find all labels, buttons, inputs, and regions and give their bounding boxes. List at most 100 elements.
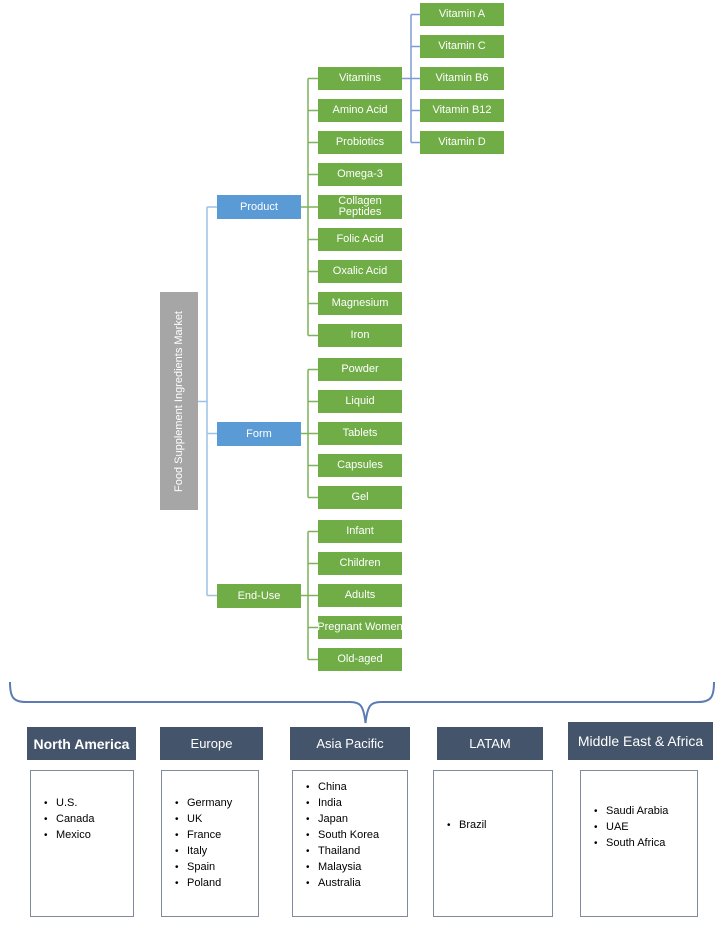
country-label: India bbox=[318, 797, 342, 809]
leaf-vitamins: Vitamins bbox=[318, 67, 402, 90]
bullet-icon: • bbox=[594, 805, 598, 817]
list-item: • South Africa bbox=[581, 835, 697, 851]
bullet-icon: • bbox=[306, 781, 310, 793]
regions-brace bbox=[9, 681, 715, 724]
country-label: Japan bbox=[318, 813, 348, 825]
leaf-oxalic-acid: Oxalic Acid bbox=[318, 260, 402, 283]
vitamins-bracket bbox=[402, 13, 420, 144]
leaf-gel: Gel bbox=[318, 486, 402, 509]
list-item: •Brazil bbox=[434, 817, 552, 833]
list-item: • Japan bbox=[293, 811, 407, 827]
leaf-probiotics: Probiotics bbox=[318, 131, 402, 154]
bullet-icon: • bbox=[306, 797, 310, 809]
list-item: •South Korea bbox=[293, 827, 407, 843]
list-item: • India bbox=[293, 795, 407, 811]
country-label: Spain bbox=[187, 861, 216, 873]
leaf-capsules: Capsules bbox=[318, 454, 402, 477]
bullet-icon: • bbox=[44, 813, 48, 825]
branch-form: Form bbox=[217, 422, 301, 446]
leaf-liquid: Liquid bbox=[318, 390, 402, 413]
list-item: • Italy bbox=[162, 843, 258, 859]
country-label: Italy bbox=[187, 845, 208, 857]
list-item: • Germany bbox=[162, 795, 258, 811]
list-item: •Mexico bbox=[31, 827, 133, 843]
leaf-vitamin-d: Vitamin D bbox=[420, 131, 504, 154]
list-item: • France bbox=[162, 827, 258, 843]
region-header-europe: Europe bbox=[160, 727, 263, 760]
bullet-icon: • bbox=[175, 797, 179, 809]
root-label: Food Supplement Ingredients Market bbox=[173, 310, 185, 492]
list-item: • UAE bbox=[581, 819, 697, 835]
list-item: • China bbox=[293, 779, 407, 795]
leaf-omega-3: Omega-3 bbox=[318, 163, 402, 186]
form-bracket bbox=[301, 368, 318, 499]
region-header-mea: Middle East & Africa bbox=[568, 722, 713, 760]
leaf-magnesium: Magnesium bbox=[318, 292, 402, 315]
bullet-icon: • bbox=[175, 861, 179, 873]
trunk-connector bbox=[198, 206, 217, 597]
bullet-icon: • bbox=[306, 845, 310, 857]
leaf-vitamin-b12: Vitamin B12 bbox=[420, 99, 504, 122]
list-item: •Canada bbox=[31, 811, 133, 827]
leaf-pregnant-women: Pregnant Women bbox=[317, 616, 403, 639]
region-list-north-america: • U.S. •Canada •Mexico bbox=[30, 770, 134, 917]
bullet-icon: • bbox=[306, 813, 310, 825]
leaf-children: Children bbox=[318, 552, 402, 575]
bullet-icon: • bbox=[594, 837, 598, 849]
region-header-asia-pacific: Asia Pacific bbox=[290, 727, 410, 760]
leaf-amino-acid: Amino Acid bbox=[318, 99, 402, 122]
bullet-icon: • bbox=[175, 813, 179, 825]
leaf-powder: Powder bbox=[318, 358, 402, 381]
leaf-collagen-peptides: Collagen Peptides bbox=[318, 195, 402, 219]
country-label: UK bbox=[187, 813, 203, 825]
leaf-infant: Infant bbox=[318, 520, 402, 543]
leaf-folic-acid: Folic Acid bbox=[318, 228, 402, 251]
bullet-icon: • bbox=[594, 821, 598, 833]
leaf-old-aged: Old-aged bbox=[318, 648, 402, 671]
leaf-vitamin-c: Vitamin C bbox=[420, 35, 504, 58]
bullet-icon: • bbox=[175, 877, 179, 889]
list-item: • Malaysia bbox=[293, 859, 407, 875]
root-node: Food Supplement Ingredients Market bbox=[160, 292, 198, 510]
bullet-icon: • bbox=[44, 829, 48, 841]
product-bracket bbox=[301, 77, 318, 337]
country-label: Germany bbox=[187, 797, 233, 809]
country-label: Thailand bbox=[318, 845, 361, 857]
list-item: •Saudi Arabia bbox=[581, 803, 697, 819]
list-item: • UK bbox=[162, 811, 258, 827]
list-item: • Poland bbox=[162, 875, 258, 891]
country-label: France bbox=[187, 829, 222, 841]
bullet-icon: • bbox=[175, 845, 179, 857]
bullet-icon: • bbox=[447, 819, 451, 831]
leaf-vitamin-b6: Vitamin B6 bbox=[420, 67, 504, 90]
country-label: Malaysia bbox=[318, 861, 362, 873]
leaf-tablets: Tablets bbox=[318, 422, 402, 445]
region-header-north-america: North America bbox=[27, 727, 136, 760]
country-label: Poland bbox=[187, 877, 222, 889]
leaf-adults: Adults bbox=[318, 584, 402, 607]
branch-end-use: End-Use bbox=[217, 584, 301, 608]
country-label: South Africa bbox=[606, 837, 666, 849]
country-label: U.S. bbox=[56, 797, 78, 809]
region-list-latam: •Brazil bbox=[433, 770, 553, 917]
region-list-mea: •Saudi Arabia • UAE • South Africa bbox=[580, 770, 698, 917]
region-list-europe: • Germany • UK • France • Italy • Spain • Pola… bbox=[161, 770, 259, 917]
list-item: • Spain bbox=[162, 859, 258, 875]
country-label: Australia bbox=[318, 877, 361, 889]
country-label: UAE bbox=[606, 821, 629, 833]
branch-product: Product bbox=[217, 195, 301, 219]
region-header-latam: LATAM bbox=[437, 727, 543, 760]
enduse-bracket bbox=[301, 530, 318, 661]
country-label: South Korea bbox=[318, 829, 380, 841]
list-item: • Australia bbox=[293, 875, 407, 891]
country-label: China bbox=[318, 781, 347, 793]
bullet-icon: • bbox=[306, 877, 310, 889]
bullet-icon: • bbox=[44, 797, 48, 809]
bullet-icon: • bbox=[175, 829, 179, 841]
bullet-icon: • bbox=[306, 861, 310, 873]
list-item: • Thailand bbox=[293, 843, 407, 859]
leaf-vitamin-a: Vitamin A bbox=[420, 3, 504, 26]
list-item: • U.S. bbox=[31, 795, 133, 811]
